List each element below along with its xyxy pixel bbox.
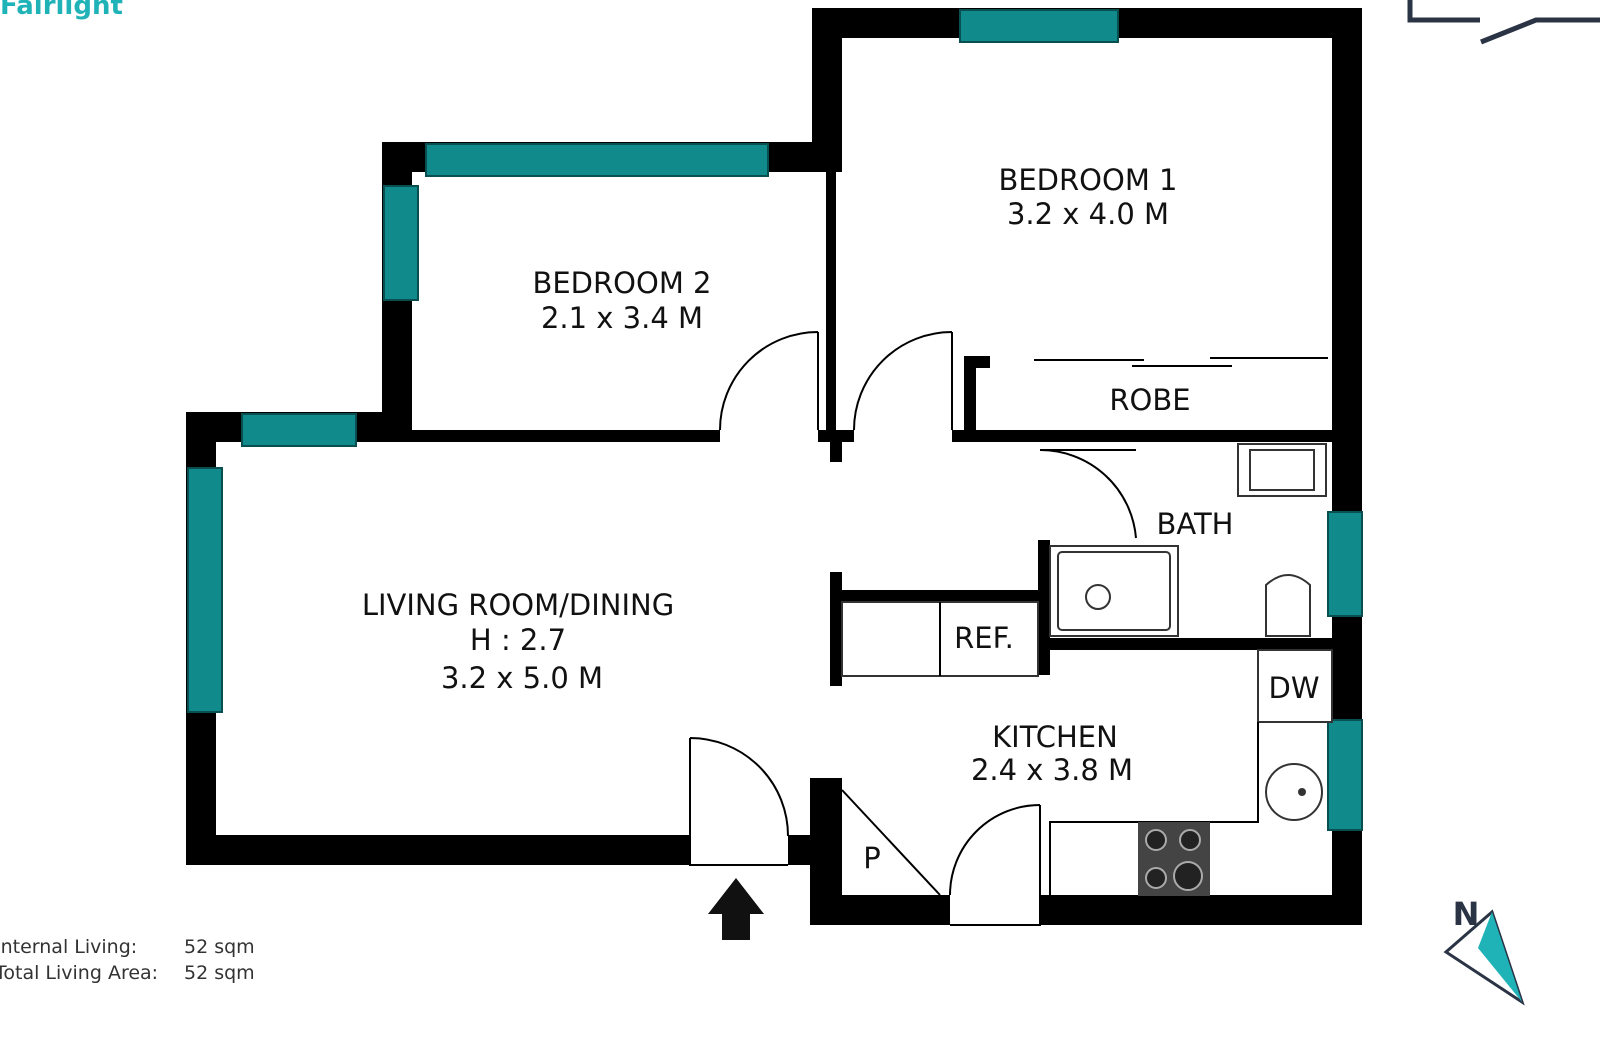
dw-label: DW xyxy=(1268,671,1319,705)
compass-icon: N xyxy=(1443,895,1525,1006)
living-height: H : 2.7 xyxy=(470,623,566,657)
entry-arrow-icon xyxy=(708,878,764,940)
area-label-total: Total Living Area: xyxy=(0,962,158,984)
kitchen-name: KITCHEN xyxy=(992,720,1118,754)
living-size: 3.2 x 5.0 M xyxy=(441,661,603,695)
bedroom2-name: BEDROOM 2 xyxy=(532,266,711,300)
area-label-internal: Internal Living: xyxy=(0,936,137,958)
bedroom1-name: BEDROOM 1 xyxy=(998,163,1177,197)
robe-label: ROBE xyxy=(1109,383,1190,417)
doors xyxy=(689,331,1328,926)
bath-label: BATH xyxy=(1156,507,1233,541)
area-value-total: 52 sqm xyxy=(184,962,255,984)
fixtures xyxy=(841,443,1333,896)
bedroom2-size: 2.1 x 3.4 M xyxy=(541,301,703,335)
area-value-internal: 52 sqm xyxy=(184,936,255,958)
bedroom1-size: 3.2 x 4.0 M xyxy=(1007,197,1169,231)
windows xyxy=(187,9,1363,831)
brand-logo xyxy=(1407,0,1600,45)
living-name: LIVING ROOM/DINING xyxy=(362,588,674,622)
kitchen-size: 2.4 x 3.8 M xyxy=(971,753,1133,787)
ref-label: REF. xyxy=(954,621,1014,655)
suburb-title: Fairlight xyxy=(0,0,123,21)
pantry-label: P xyxy=(863,841,881,875)
